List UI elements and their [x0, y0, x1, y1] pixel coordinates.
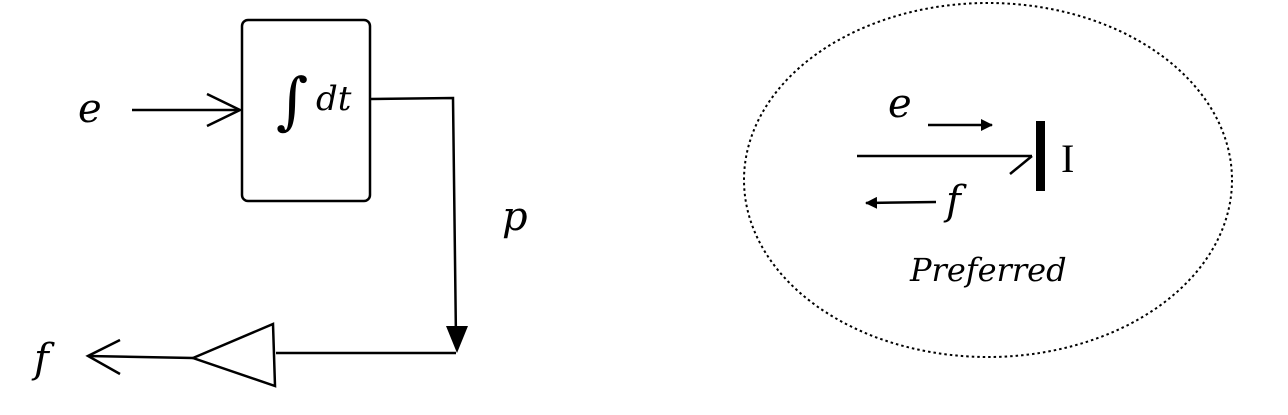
block-diagram: e ∫ dt p f — [31, 18, 528, 388]
output-arrow — [85, 338, 194, 376]
integrator-operand: dt — [316, 79, 352, 119]
gain-triangle — [189, 322, 277, 388]
preferred-caption: Preferred — [909, 251, 1067, 289]
input-label: e — [78, 86, 102, 132]
output-label: f — [31, 336, 55, 382]
preferred-ellipse — [743, 2, 1233, 358]
flow-arrow — [865, 196, 937, 209]
inertia-element-label: I — [1061, 136, 1074, 181]
flow-label: f — [943, 178, 967, 224]
bond-graph: e I f Preferred — [743, 2, 1233, 358]
integrator-block — [240, 18, 372, 203]
state-label: p — [502, 194, 528, 240]
effort-label: e — [888, 81, 912, 127]
bond-half-arrow — [1009, 155, 1033, 175]
down-arrowhead — [446, 326, 468, 353]
integral-symbol: ∫ — [276, 64, 308, 137]
input-arrow — [132, 92, 243, 128]
causal-stroke — [1036, 121, 1045, 191]
integrator-output-line — [369, 96, 458, 341]
